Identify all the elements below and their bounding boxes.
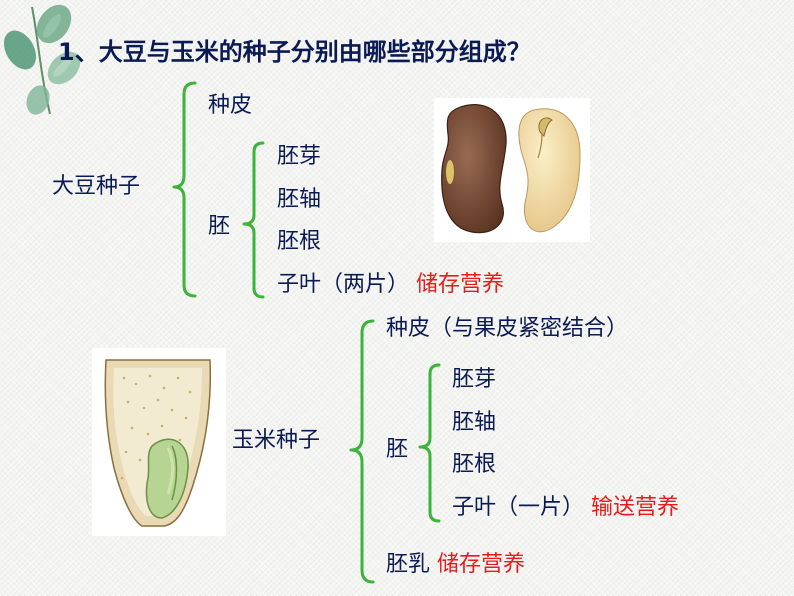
corn-cotyledon: 子叶（一片） 输送营养 [452,494,679,522]
soybean-embryo: 胚 [208,214,231,239]
soybean-seed-image [434,98,590,242]
corn-radicle: 胚根 [452,452,497,477]
corn-endosperm-note: 储存营养 [437,552,526,577]
leaf-sprig-icon [3,4,81,115]
soybean-hypocotyl: 胚轴 [277,187,322,212]
corn-embryo-brace [418,363,441,523]
soybean-cotyledon: 子叶（两片） 储存营养 [277,271,504,299]
soybean-cotyledon-note: 储存营养 [416,272,505,297]
soybean-brace [172,81,197,298]
page-title: 1、大豆与玉米的种子分别由哪些部分组成？ [58,38,531,66]
corn-brace [349,319,375,584]
corn-hypocotyl: 胚轴 [452,410,497,435]
soybean-plumule: 胚芽 [277,144,322,169]
corn-embryo: 胚 [386,437,409,462]
soybean-cotyledon-label: 子叶（两片） [277,272,410,297]
soybean-embryo-brace [242,141,265,299]
corn-seed-image [92,348,226,536]
soybean-radicle: 胚根 [277,229,322,254]
corn-cotyledon-label: 子叶（一片） [452,495,585,520]
corn-plumule: 胚芽 [452,367,497,392]
soybean-label: 大豆种子 [52,174,141,199]
corn-seed-coat: 种皮（与果皮紧密结合） [386,316,629,341]
corn-cotyledon-note: 输送营养 [591,495,680,520]
corn-label: 玉米种子 [232,428,321,453]
corn-endosperm-label: 胚乳 [386,552,431,577]
corn-endosperm: 胚乳 储存营养 [386,551,525,579]
soybean-seed-coat: 种皮 [208,93,253,118]
